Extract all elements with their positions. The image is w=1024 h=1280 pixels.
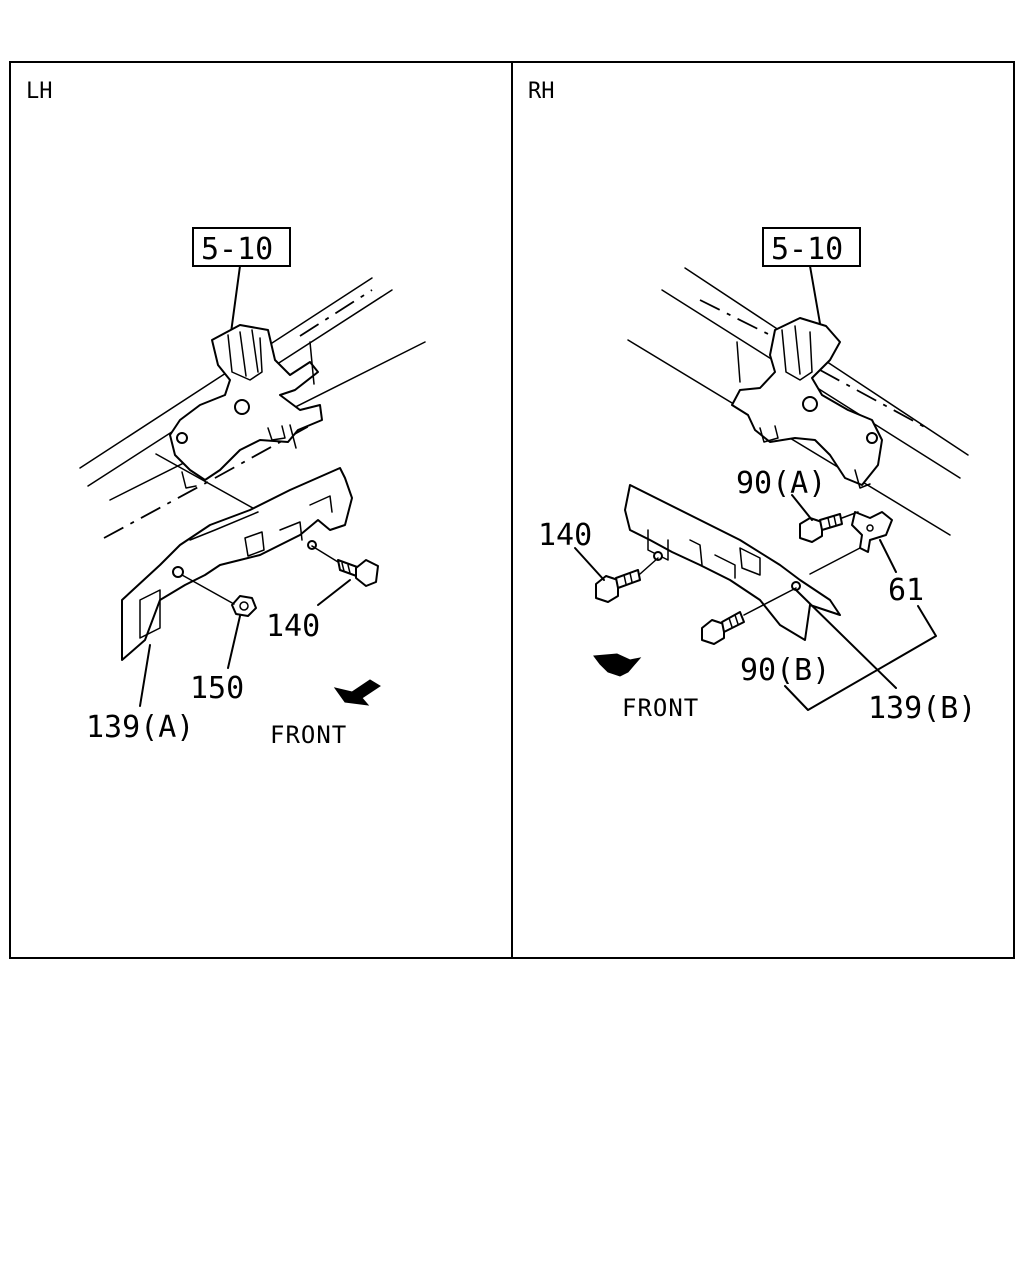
rh-bracket-61[interactable] xyxy=(851,511,893,553)
rh-bolt-90a-axis xyxy=(841,511,859,519)
lh-front-label: FRONT xyxy=(270,721,347,749)
lh-panel: LH 5-10 xyxy=(26,79,426,749)
rh-leader-90a xyxy=(791,494,813,521)
lh-side-label: LH xyxy=(26,79,53,104)
rh-bolt-140[interactable] xyxy=(595,569,641,603)
rh-bracket-axis xyxy=(809,547,861,575)
rh-front-label: FRONT xyxy=(622,694,699,722)
lh-ref-box[interactable]: 5-10 xyxy=(192,227,291,267)
lh-callout-150: 150 xyxy=(190,671,244,706)
rh-callout-90a: 90(A) xyxy=(736,466,826,501)
rh-bolt-90b-axis xyxy=(743,587,797,616)
rh-ref-box-label: 5-10 xyxy=(771,232,843,267)
lh-leader-139a xyxy=(139,644,151,707)
rh-bolt-140-axis xyxy=(639,557,659,575)
lh-nut-axis xyxy=(181,574,235,605)
rh-leader-61 xyxy=(879,539,897,573)
lh-engine-mount xyxy=(155,324,323,513)
rh-leader-140 xyxy=(574,547,605,581)
lh-bolt-axis xyxy=(311,545,339,563)
rh-callout-140: 140 xyxy=(538,518,592,553)
rh-engine-mount xyxy=(731,317,883,489)
lh-callout-140: 140 xyxy=(266,609,320,644)
rh-panel: RH 5-10 xyxy=(528,79,976,726)
lh-bolt-140[interactable] xyxy=(337,559,379,587)
lh-callout-139a: 139(A) xyxy=(86,710,194,745)
lh-ref-leader xyxy=(229,265,241,341)
lh-leader-140 xyxy=(317,579,351,606)
rh-cover-139b[interactable] xyxy=(624,484,841,641)
rh-bolt-90a[interactable] xyxy=(799,513,843,543)
rh-side-label: RH xyxy=(528,79,555,104)
lh-leader-150 xyxy=(227,615,241,669)
lh-ref-box-label: 5-10 xyxy=(201,232,273,267)
rh-leader-90b-bracket xyxy=(784,605,937,711)
rh-leader-139b xyxy=(795,589,897,689)
rh-front-arrow-icon xyxy=(593,653,642,677)
rh-callout-90b: 90(B) xyxy=(740,653,830,688)
lh-nut-150[interactable] xyxy=(231,595,257,617)
rh-ref-box[interactable]: 5-10 xyxy=(762,227,861,267)
lh-cover-139a[interactable] xyxy=(121,467,353,661)
rh-callout-139b: 139(B) xyxy=(868,691,976,726)
lh-front-arrow-icon xyxy=(333,679,381,706)
rh-bolt-90b[interactable] xyxy=(701,611,745,645)
rh-callout-61: 61 xyxy=(888,573,924,608)
